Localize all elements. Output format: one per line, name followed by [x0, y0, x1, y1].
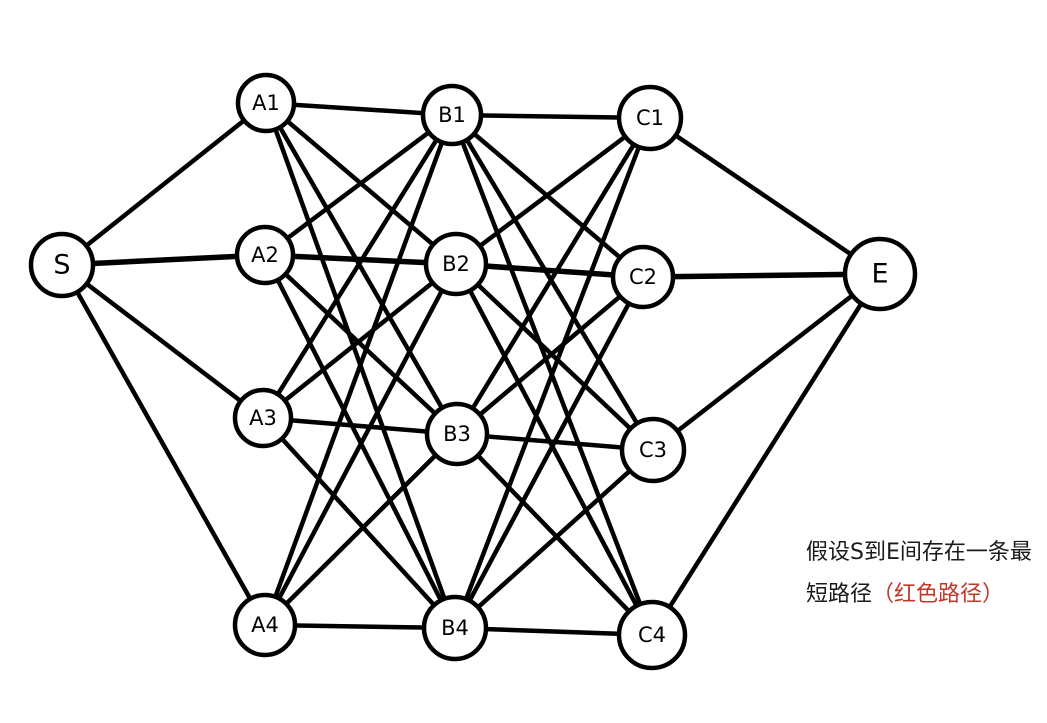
- node-label-a1: A1: [252, 91, 280, 115]
- edge-s-a2-shortest-path: [59, 252, 268, 268]
- node-circle-s: [28, 231, 96, 299]
- edge-a3-b1: [260, 112, 455, 421]
- node-s: S: [28, 231, 96, 299]
- edge-b2-c1: [453, 115, 653, 267]
- edge-a2-b3: [262, 252, 460, 437]
- node-label-a3: A3: [249, 406, 277, 430]
- node-c2: C2: [610, 244, 676, 310]
- edge-a4-b1: [262, 112, 455, 628]
- edge-s-a4: [59, 262, 268, 628]
- node-circle-a1: [235, 72, 297, 134]
- node-label-a2: A2: [251, 243, 279, 267]
- edge-a3-b2: [260, 261, 459, 421]
- edge-b4-c3: [452, 447, 656, 631]
- node-b3: B3: [424, 401, 490, 467]
- edge-a2-b1: [262, 112, 455, 258]
- edges-layer: [59, 100, 883, 638]
- edge-b2-c3: [453, 261, 656, 453]
- node-a2: A2: [234, 224, 296, 286]
- node-e: E: [842, 236, 918, 312]
- node-label-c1: C1: [636, 106, 664, 130]
- caption-text: 假设S到E间存在一条最短路径（红色路径）: [806, 532, 1036, 616]
- edge-b4-c1: [452, 115, 653, 631]
- node-label-s: S: [53, 250, 70, 281]
- node-label-b1: B1: [438, 103, 466, 127]
- edge-b3-c4: [454, 431, 655, 638]
- node-a4: A4: [232, 592, 298, 658]
- node-label-a4: A4: [251, 613, 279, 637]
- edge-b2-c4: [453, 261, 655, 638]
- node-circle-c4: [616, 599, 688, 671]
- node-c4: C4: [616, 599, 688, 671]
- edge-b3-c1: [454, 115, 653, 437]
- edge-c1-e: [647, 115, 883, 277]
- caption-red-note: （红色路径）: [872, 582, 1005, 607]
- edge-a4-b3: [262, 431, 460, 628]
- node-label-c4: C4: [638, 623, 666, 647]
- node-label-c3: C3: [639, 438, 667, 462]
- node-b2: B2: [423, 231, 489, 297]
- node-a3: A3: [232, 387, 294, 449]
- caption-main: 假设S到E间存在一条最短路径: [806, 540, 1032, 607]
- node-circle-c2: [610, 244, 676, 310]
- edge-b1-c3: [449, 112, 656, 453]
- edge-c4-e: [649, 271, 883, 638]
- node-circle-b1: [420, 83, 484, 147]
- edge-s-a3: [59, 262, 266, 421]
- node-label-b3: B3: [443, 422, 471, 446]
- edge-b3-c2: [454, 274, 646, 437]
- edge-a3-b4: [260, 415, 458, 631]
- node-circle-b4: [421, 594, 489, 662]
- node-c3: C3: [619, 416, 687, 484]
- node-circle-b3: [424, 401, 490, 467]
- node-circle-b2: [423, 231, 489, 297]
- edge-s-a1: [59, 100, 269, 268]
- node-a1: A1: [235, 72, 297, 134]
- edge-a3-b3: [260, 415, 460, 437]
- node-circle-e: [842, 236, 918, 312]
- node-circle-a3: [232, 387, 294, 449]
- edge-c2-e-shortest-path: [640, 271, 883, 280]
- node-circle-a4: [232, 592, 298, 658]
- node-circle-c3: [619, 416, 687, 484]
- node-label-c2: C2: [629, 265, 657, 289]
- node-b1: B1: [420, 83, 484, 147]
- node-label-b2: B2: [442, 252, 470, 276]
- node-b4: B4: [421, 594, 489, 662]
- edge-c3-e: [650, 271, 883, 453]
- node-c1: C1: [616, 84, 684, 152]
- edge-b4-c2: [452, 274, 646, 631]
- node-circle-a2: [234, 224, 296, 286]
- edge-a1-b3: [263, 100, 460, 437]
- edge-a4-b2: [262, 261, 459, 628]
- node-label-e: E: [871, 259, 888, 290]
- node-label-b4: B4: [441, 616, 469, 640]
- node-circle-c1: [616, 84, 684, 152]
